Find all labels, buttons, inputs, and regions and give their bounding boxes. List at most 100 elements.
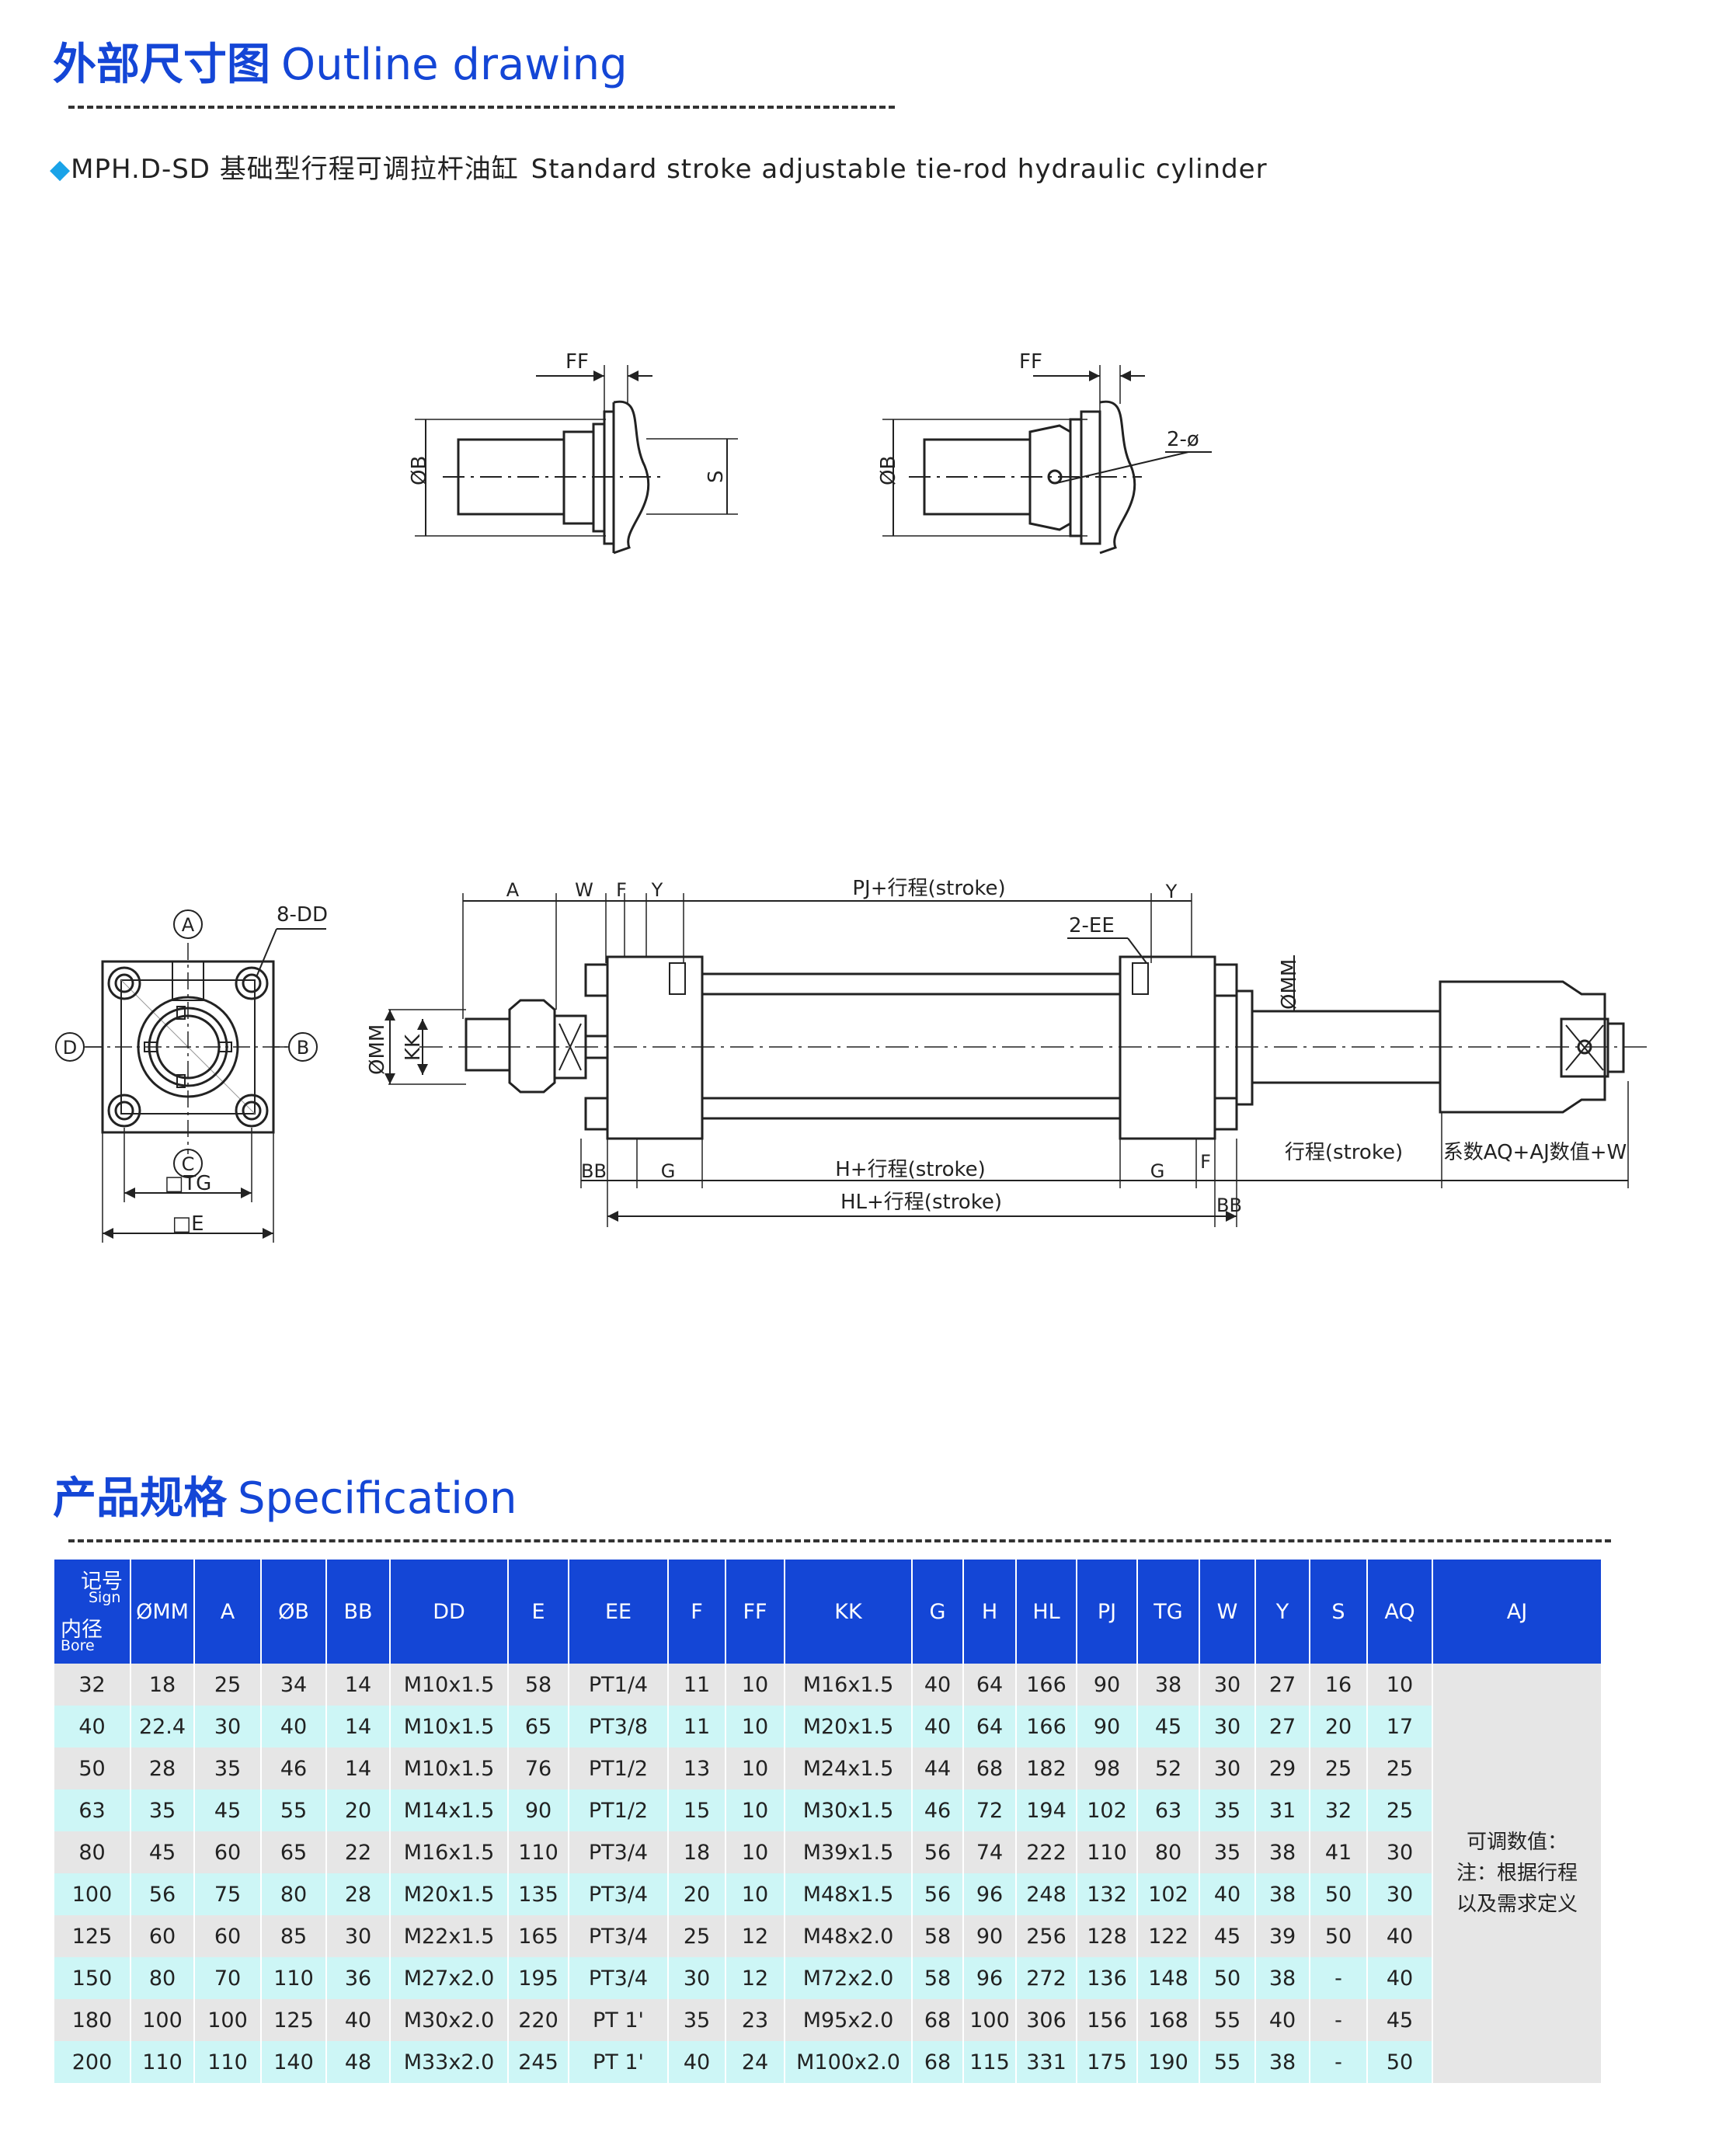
table-cell: 10 xyxy=(726,1747,785,1789)
s-label: S xyxy=(705,470,728,483)
table-cell: M33x2.0 xyxy=(390,2041,509,2083)
header-y: Y xyxy=(1255,1560,1310,1664)
table-cell: 64 xyxy=(963,1664,1017,1706)
kk-label: KK xyxy=(402,1034,425,1061)
table-cell: 38 xyxy=(1255,1873,1310,1915)
header-dd: DD xyxy=(390,1560,509,1664)
sign-bore-header: 记号 Sign 内径 Bore xyxy=(54,1560,131,1664)
mm-left-label: ØMM xyxy=(366,1024,389,1075)
header-tg: TG xyxy=(1137,1560,1200,1664)
header-kk: KK xyxy=(785,1560,913,1664)
table-cell: 10 xyxy=(726,1706,785,1747)
cylinder-side-view xyxy=(385,893,1650,1227)
table-cell: 125 xyxy=(261,1999,327,2041)
table-cell: 85 xyxy=(261,1915,327,1957)
table-cell: 40 xyxy=(326,1999,391,2041)
table-cell: 35 xyxy=(1199,1831,1256,1873)
bore-cell: 100 xyxy=(54,1873,131,1915)
table-cell: 22.4 xyxy=(130,1706,195,1747)
table-cell: 12 xyxy=(726,1915,785,1957)
table-cell: 68 xyxy=(912,1999,964,2041)
table-cell: 14 xyxy=(326,1664,391,1706)
b-label-right: ØB xyxy=(877,456,900,485)
table-cell: 16 xyxy=(1310,1664,1368,1706)
table-cell: 74 xyxy=(963,1831,1017,1873)
aj-note-line: 以及需求定义 xyxy=(1456,1893,1578,1916)
table-cell: 75 xyxy=(194,1873,262,1915)
two-ee-label: 2-EE xyxy=(1069,914,1115,937)
table-cell: 38 xyxy=(1137,1664,1200,1706)
table-cell: 60 xyxy=(194,1831,262,1873)
table-cell: 41 xyxy=(1310,1831,1368,1873)
table-cell: 46 xyxy=(912,1789,964,1831)
bore-cell: 180 xyxy=(54,1999,131,2041)
table-cell: PT3/4 xyxy=(569,1873,669,1915)
pj-label: PJ+行程(stroke) xyxy=(852,877,1005,900)
table-cell: 27 xyxy=(1255,1664,1310,1706)
g2-label: G xyxy=(1150,1160,1165,1182)
table-cell: - xyxy=(1310,2041,1368,2083)
table-cell: 25 xyxy=(1367,1789,1433,1831)
table-cell: 25 xyxy=(668,1915,726,1957)
table-cell: 168 xyxy=(1137,1999,1200,2041)
product-subtitle: ◆MPH.D-SD 基础型行程可调拉杆油缸 Standard stroke ad… xyxy=(50,148,1268,186)
mm-right-label: ØMM xyxy=(1278,959,1301,1010)
table-cell: 10 xyxy=(726,1831,785,1873)
table-cell: 20 xyxy=(326,1789,391,1831)
spec-divider xyxy=(68,1539,1611,1542)
header-ff: FF xyxy=(726,1560,785,1664)
table-cell: 52 xyxy=(1137,1747,1200,1789)
header-mm: ØMM xyxy=(130,1560,195,1664)
outline-title-en: Outline drawing xyxy=(281,40,628,90)
hl-label: HL+行程(stroke) xyxy=(840,1191,1002,1214)
table-cell: 22 xyxy=(326,1831,391,1873)
table-cell: 245 xyxy=(508,2041,569,2083)
table-cell: 46 xyxy=(261,1747,327,1789)
table-cell: 17 xyxy=(1367,1706,1433,1747)
product-name-cn: MPH.D-SD 基础型行程可调拉杆油缸 xyxy=(71,154,519,185)
table-cell: 36 xyxy=(326,1957,391,1999)
table-cell: 55 xyxy=(1199,1999,1256,2041)
table-cell: M14x1.5 xyxy=(390,1789,509,1831)
header-h: H xyxy=(963,1560,1017,1664)
table-cell: PT 1' xyxy=(569,1999,669,2041)
bore-en: Bore xyxy=(61,1637,95,1654)
table-cell: M39x1.5 xyxy=(785,1831,913,1873)
table-cell: M95x2.0 xyxy=(785,1999,913,2041)
table-cell: PT1/2 xyxy=(569,1747,669,1789)
table-cell: 182 xyxy=(1016,1747,1077,1789)
table-cell: 166 xyxy=(1016,1664,1077,1706)
table-cell: 14 xyxy=(326,1706,391,1747)
table-cell: 60 xyxy=(194,1915,262,1957)
table-cell: 80 xyxy=(1137,1831,1200,1873)
diamond-bullet-icon: ◆ xyxy=(50,154,71,185)
aj-note-line: 可调数值： xyxy=(1466,1831,1568,1854)
table-cell: 63 xyxy=(1137,1789,1200,1831)
spec-table: 记号 Sign 内径 Bore ØMM A ØB BB DD E EE F FF… xyxy=(54,1560,1602,2083)
header-ee: EE xyxy=(569,1560,669,1664)
table-cell: 248 xyxy=(1016,1873,1077,1915)
table-cell: 45 xyxy=(1199,1915,1256,1957)
table-cell: PT3/4 xyxy=(569,1831,669,1873)
bore-cell: 125 xyxy=(54,1915,131,1957)
table-cell: 34 xyxy=(261,1664,327,1706)
bore-cell: 50 xyxy=(54,1747,131,1789)
table-cell: 30 xyxy=(1367,1831,1433,1873)
bore-cell: 80 xyxy=(54,1831,131,1873)
table-cell: 135 xyxy=(508,1873,569,1915)
table-cell: 28 xyxy=(326,1873,391,1915)
table-cell: 10 xyxy=(1367,1664,1433,1706)
spec-title-cn: 产品规格 xyxy=(53,1473,227,1524)
table-cell: 128 xyxy=(1077,1915,1138,1957)
table-cell: M10x1.5 xyxy=(390,1747,509,1789)
table-cell: 72 xyxy=(963,1789,1017,1831)
table-cell: M72x2.0 xyxy=(785,1957,913,1999)
dim-y-label: Y xyxy=(651,879,663,901)
bore-cell: 63 xyxy=(54,1789,131,1831)
rod-end-detail-left xyxy=(415,365,738,555)
bore-cell: 32 xyxy=(54,1664,131,1706)
table-cell: 40 xyxy=(1367,1915,1433,1957)
